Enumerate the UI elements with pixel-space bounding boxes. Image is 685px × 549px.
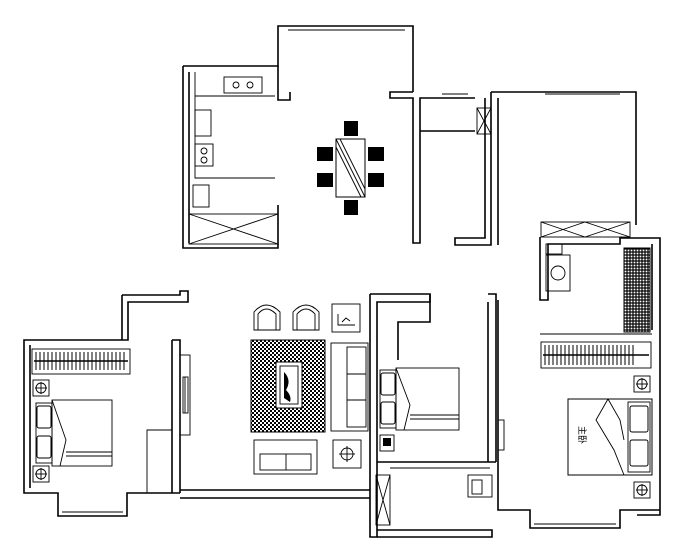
bed-icon [35,399,113,467]
master-bed-icon: 主卧 [567,398,653,476]
middle-bedroom [369,293,497,538]
bathroom [539,221,661,516]
central-walls [389,91,637,246]
living-room [179,303,370,499]
fridge-icon [194,109,212,137]
armchair-icon [253,304,320,331]
cabinet-icon [188,213,279,245]
wardrobe-icon [34,352,128,370]
room-label-master-bedroom: 主卧 [576,426,588,444]
sink-icon [223,76,263,94]
kitchen [182,25,414,249]
dining-table-icon [317,121,384,215]
shower-tray-icon [623,247,651,333]
master-bedroom: 主卧 [497,300,660,529]
bed-icon [379,367,460,431]
wardrobe-icon [543,345,649,365]
sofa-icon [253,342,369,475]
toilet-icon [545,254,571,292]
stove-icon [194,143,214,167]
left-bedroom [23,290,189,517]
plant-icon [331,303,361,333]
